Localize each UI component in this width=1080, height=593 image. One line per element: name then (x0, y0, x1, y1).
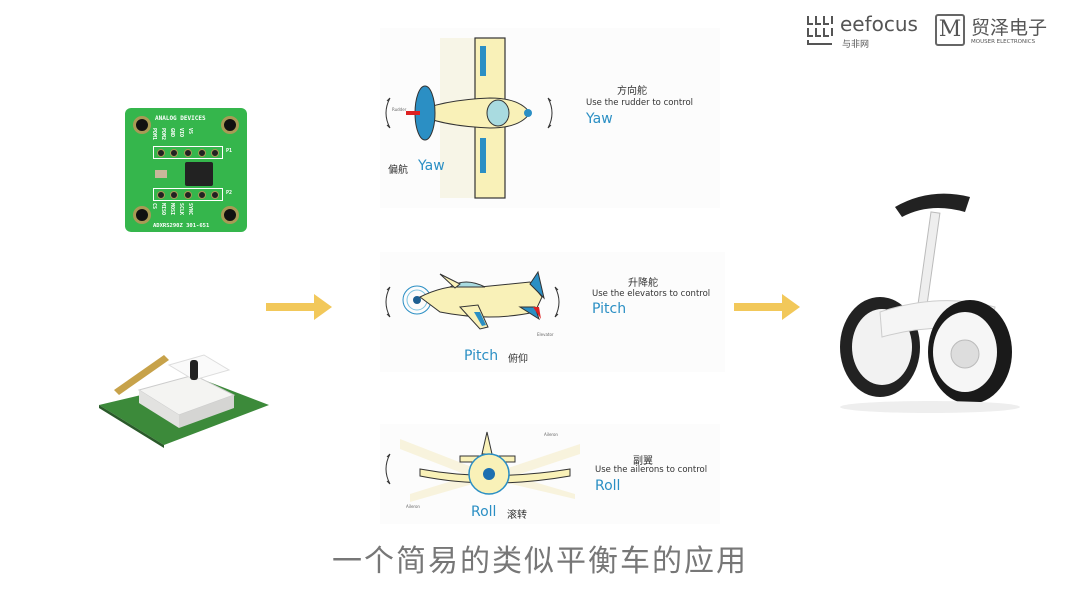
roll-airplane-illustration (385, 431, 580, 502)
mouser-mark: M (935, 14, 965, 46)
roll-panel: Aileron Aileron Roll 滚转 副翼 Use the ailer… (380, 424, 720, 524)
gyro-chip (185, 162, 213, 186)
gyro-sensor-board: ANALOG DEVICES PDM1 PDM2 GND VIO VS P1 P… (125, 108, 247, 232)
eefocus-grid-icon (807, 16, 833, 45)
pitch-panel: Elevator Pitch 俯仰 升降舵 Use the elevators … (380, 252, 725, 372)
pitch-airplane-illustration (385, 270, 560, 330)
eval-board-image (99, 354, 269, 448)
right-arrow-icon (734, 294, 800, 320)
self-balancing-scooter-image (840, 193, 1020, 413)
yaw-airplane-illustration (385, 37, 553, 199)
right-arrow-icon (266, 294, 332, 320)
eefocus-logo: eefocus 与非网 (806, 12, 926, 50)
yaw-panel: Rudder 偏航 Yaw 方向舵 Use the rudder to cont… (380, 28, 720, 208)
mouser-logo: M 贸泽电子 MOUSER ELECTRONICS (935, 12, 1065, 48)
video-subtitle: 一个简易的类似平衡车的应用 (332, 544, 748, 579)
